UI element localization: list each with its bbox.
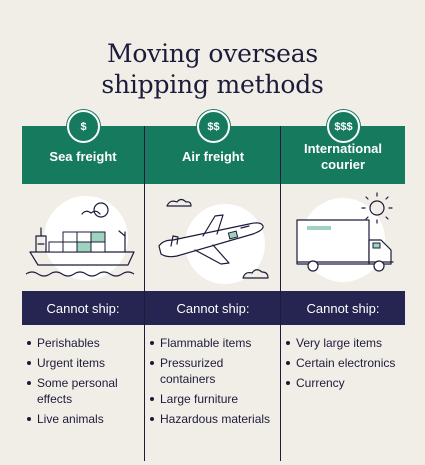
list-item: Certain electronics	[286, 355, 405, 371]
cannot-ship-bar: Cannot ship:	[22, 291, 144, 325]
list-item: Urgent items	[27, 355, 144, 371]
list-item: Hazardous materials	[150, 411, 281, 427]
page-title: Moving overseas shipping methods	[0, 38, 425, 100]
cargo-ship-icon	[22, 192, 144, 286]
cannot-ship-label: Cannot ship:	[306, 300, 380, 316]
list-item: Some personal effects	[27, 375, 144, 407]
title-line-1: Moving overseas	[106, 39, 319, 68]
cost-badge: $	[67, 110, 100, 143]
list-item: Live animals	[27, 411, 144, 427]
list-item: Pressurized containers	[150, 355, 281, 387]
delivery-truck-icon	[281, 192, 405, 286]
cannot-ship-list: Perishables Urgent items Some personal e…	[22, 335, 144, 431]
method-label: International courier	[303, 141, 382, 172]
cannot-ship-bar: Cannot ship:	[281, 291, 405, 325]
list-item: Very large items	[286, 335, 405, 351]
column-header: $ Sea freight	[22, 110, 144, 184]
cannot-ship-label: Cannot ship:	[46, 300, 120, 316]
cost-badge: $$$	[327, 110, 360, 143]
column-sea-freight: $ Sea freight	[22, 110, 144, 461]
list-item: Flammable items	[150, 335, 281, 351]
column-header: $$$ International courier	[281, 110, 405, 184]
column-header: $$ Air freight	[145, 110, 281, 184]
airplane-icon	[145, 192, 281, 286]
cannot-ship-list: Very large items Certain electronics Cur…	[281, 335, 405, 395]
list-item: Perishables	[27, 335, 144, 351]
method-label: Sea freight	[49, 149, 117, 164]
cannot-ship-list: Flammable items Pressurized containers L…	[145, 335, 281, 431]
cannot-ship-bar: Cannot ship:	[145, 291, 281, 325]
cannot-ship-label: Cannot ship:	[176, 300, 250, 316]
column-international-courier: $$$ International courier Cannot	[280, 110, 405, 461]
cost-badge: $$	[197, 110, 230, 143]
column-air-freight: $$ Air freight Cannot ship:	[144, 110, 281, 461]
comparison-columns: $ Sea freight	[22, 110, 405, 461]
list-item: Currency	[286, 375, 405, 391]
method-label: Air freight	[181, 149, 245, 164]
list-item: Large furniture	[150, 391, 281, 407]
title-line-2: shipping methods	[101, 70, 324, 99]
